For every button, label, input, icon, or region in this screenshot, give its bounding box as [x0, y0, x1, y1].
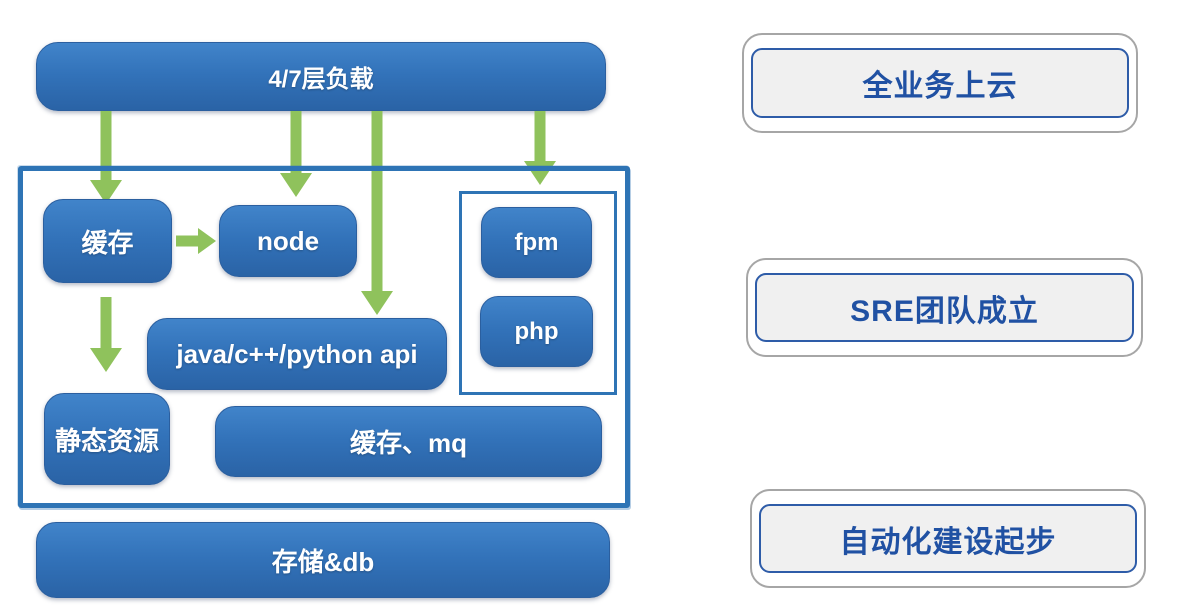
node-storage-db-label: 存储&db [271, 546, 375, 577]
node-java-api-label: java/c++/python api [176, 338, 418, 369]
node-load-balancer-label: 4/7层负载 [268, 66, 374, 93]
app-layer-frame [18, 166, 630, 508]
node-cache: 缓存 [43, 199, 172, 283]
milestone-card-cloud-inner: 全业务上云 [751, 48, 1129, 118]
milestone-label: SRE团队成立 [850, 294, 1039, 328]
arrow-down-icon [90, 111, 122, 204]
arrow-right-icon [176, 228, 216, 254]
milestone-card-sre-inner: SRE团队成立 [755, 273, 1134, 342]
node-load-balancer: 4/7层负载 [36, 42, 606, 111]
node-storage-db: 存储&db [36, 522, 610, 598]
milestone-label: 自动化建设起步 [839, 525, 1057, 559]
node-php: php [480, 296, 593, 367]
node-cache-label: 缓存 [81, 227, 134, 258]
node-fpm: fpm [481, 207, 592, 278]
milestone-card-automation: 自动化建设起步 [750, 489, 1146, 588]
arrow-down-icon [280, 111, 312, 197]
node-java-api: java/c++/python api [147, 318, 447, 390]
milestone-card-sre: SRE团队成立 [746, 258, 1143, 357]
node-php-label: php [514, 317, 559, 345]
node-nodejs-label: node [256, 225, 320, 256]
node-cache-mq-label: 缓存、mq [349, 428, 467, 458]
node-static-resources-label: 静态资源 [54, 425, 159, 456]
node-cache-mq: 缓存、mq [215, 406, 602, 477]
milestone-label: 全业务上云 [862, 70, 1018, 103]
node-fpm-label: fpm [514, 228, 559, 256]
arrow-down-icon [90, 297, 122, 372]
node-static-resources: 静态资源 [44, 393, 170, 485]
milestone-card-automation-inner: 自动化建设起步 [759, 504, 1137, 573]
node-nodejs: node [219, 205, 357, 277]
milestone-card-cloud: 全业务上云 [742, 33, 1138, 133]
arrow-down-icon [361, 111, 393, 315]
